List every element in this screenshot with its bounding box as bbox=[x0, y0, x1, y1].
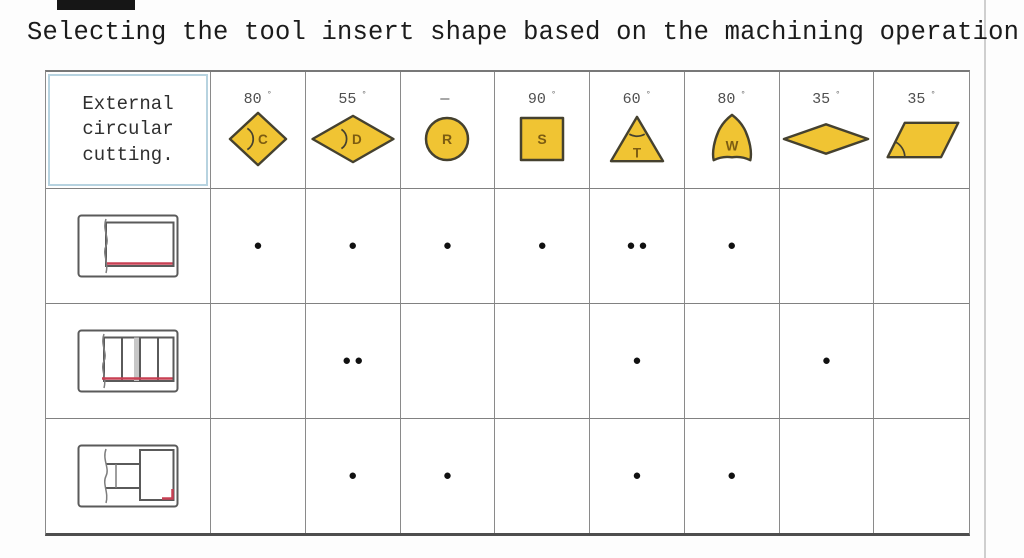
degree-symbol: ° bbox=[930, 90, 936, 100]
dot-mark: ● bbox=[632, 467, 645, 485]
dot-cell-r1-w: ● bbox=[684, 189, 780, 304]
insert-diamond-55-icon: D bbox=[309, 108, 397, 170]
dot-mark: ● bbox=[821, 352, 834, 370]
dot-cell-r1-v35 bbox=[779, 189, 875, 304]
operation-cell-3 bbox=[46, 419, 211, 533]
angle-value: 35 bbox=[907, 91, 926, 108]
dot-cell-r3-t: ● bbox=[590, 419, 685, 533]
degree-symbol: ° bbox=[835, 90, 841, 100]
insert-letter: D bbox=[352, 132, 362, 147]
dot-cell-r2-r bbox=[400, 304, 496, 419]
column-header-v35: 35 ° bbox=[779, 72, 875, 189]
grooved-turning-icon bbox=[77, 329, 179, 393]
dot-cell-r2-v35: ● bbox=[779, 304, 875, 419]
insert-letter: R bbox=[442, 131, 452, 147]
dot-cell-r1-l35 bbox=[874, 189, 969, 304]
angle-label-r: — bbox=[440, 85, 454, 108]
angle-label-t: 60 ° bbox=[622, 85, 652, 108]
dot-cell-r2-t: ● bbox=[590, 304, 685, 419]
dot-cell-r3-l35 bbox=[874, 419, 969, 533]
degree-symbol: ° bbox=[266, 90, 273, 100]
angle-label-w: 80 ° bbox=[717, 85, 746, 108]
dot-cell-r2-w bbox=[684, 304, 780, 419]
angle-label-s: 90 ° bbox=[527, 85, 557, 108]
angle-label-v35: 35 ° bbox=[812, 85, 841, 108]
angle-value: 55 bbox=[338, 91, 357, 108]
angle-label-c: 80 ° bbox=[243, 85, 273, 108]
dot-mark: ● bbox=[348, 467, 361, 485]
column-header-l35: 35 ° bbox=[874, 72, 969, 189]
insert-round-icon: R bbox=[422, 108, 472, 170]
dot-cell-r3-c bbox=[211, 419, 306, 533]
dot-cell-r2-s bbox=[495, 304, 590, 419]
dot-cell-r3-v35 bbox=[780, 419, 875, 533]
insert-parallelogram-35-icon bbox=[880, 108, 964, 170]
page-edge-line bbox=[984, 0, 986, 558]
corner-line-3: cutting. bbox=[82, 143, 174, 166]
degree-symbol: ° bbox=[740, 90, 746, 100]
angle-value: 80 bbox=[243, 91, 262, 108]
corner-line-1: External bbox=[82, 93, 174, 116]
dot-mark: ● bbox=[537, 237, 550, 255]
operation-category-label: External circular cutting. bbox=[48, 74, 208, 186]
dot-cell-r1-d: ● bbox=[305, 189, 401, 304]
shoulder-turning-icon bbox=[77, 444, 179, 508]
insert-diamond-80-icon: C bbox=[227, 108, 289, 170]
insert-diamond-35-icon bbox=[781, 108, 871, 170]
operation-cell-1 bbox=[46, 189, 211, 304]
insert-square-icon: S bbox=[517, 108, 567, 170]
dot-cell-r2-l35 bbox=[874, 304, 969, 419]
degree-symbol: ° bbox=[645, 90, 652, 100]
dot-cell-r1-r: ● bbox=[400, 189, 496, 304]
straight-turning-icon bbox=[77, 214, 179, 278]
column-header-s: 90 ° S bbox=[495, 72, 590, 189]
angle-value: 60 bbox=[622, 91, 641, 108]
angle-value: 80 bbox=[717, 91, 736, 108]
dot-mark: ● bbox=[632, 352, 645, 370]
table-corner-cell: External circular cutting. bbox=[46, 72, 211, 189]
column-header-d: 55 ° D bbox=[305, 72, 401, 189]
degree-symbol: ° bbox=[550, 90, 557, 100]
dot-cell-r1-c: ● bbox=[211, 189, 306, 304]
insert-letter: T bbox=[633, 145, 642, 160]
dot-mark: ● bbox=[442, 467, 455, 485]
dot-mark: ● bbox=[727, 237, 740, 255]
dot-mark: ● bbox=[253, 237, 266, 255]
angle-label-l35: 35 ° bbox=[907, 85, 936, 108]
page-title: Selecting the tool insert shape based on… bbox=[27, 18, 1024, 47]
column-header-c: 80 ° C bbox=[211, 72, 306, 189]
dot-cell-r1-s: ● bbox=[495, 189, 590, 304]
dot-cell-r3-s bbox=[495, 419, 590, 533]
angle-label-d: 55 ° bbox=[338, 85, 367, 108]
cropped-top-bar bbox=[57, 0, 135, 10]
insert-triangle-icon: T bbox=[608, 108, 666, 170]
dot-mark: ● bbox=[727, 467, 740, 485]
operation-cell-2 bbox=[46, 304, 211, 419]
insert-trigon-icon: W bbox=[703, 108, 761, 170]
dot-cell-r2-c bbox=[211, 304, 306, 419]
column-header-w: 80 ° W bbox=[684, 72, 780, 189]
column-header-r: — R bbox=[400, 72, 496, 189]
dot-mark: ● bbox=[348, 237, 361, 255]
insert-letter: C bbox=[258, 132, 268, 147]
insert-selection-table: External circular cutting. 80 ° C 55 ° D — bbox=[45, 70, 970, 536]
dot-cell-r3-r: ● bbox=[401, 419, 496, 533]
insert-letter: W bbox=[725, 139, 738, 154]
insert-letter: S bbox=[537, 131, 546, 147]
dot-mark: ● bbox=[442, 237, 455, 255]
dot-cell-r3-w: ● bbox=[685, 419, 780, 533]
corner-line-2: circular bbox=[82, 118, 174, 141]
degree-symbol: ° bbox=[361, 90, 367, 100]
dot-mark: ●● bbox=[626, 237, 651, 255]
angle-value: 90 bbox=[527, 91, 546, 108]
angle-value: — bbox=[440, 91, 450, 108]
column-header-t: 60 ° T bbox=[590, 72, 685, 189]
dot-mark: ●● bbox=[342, 352, 367, 370]
dot-cell-r1-t: ●● bbox=[590, 189, 685, 304]
dot-cell-r2-d: ●● bbox=[305, 304, 401, 419]
dot-cell-r3-d: ● bbox=[306, 419, 401, 533]
angle-value: 35 bbox=[812, 91, 831, 108]
